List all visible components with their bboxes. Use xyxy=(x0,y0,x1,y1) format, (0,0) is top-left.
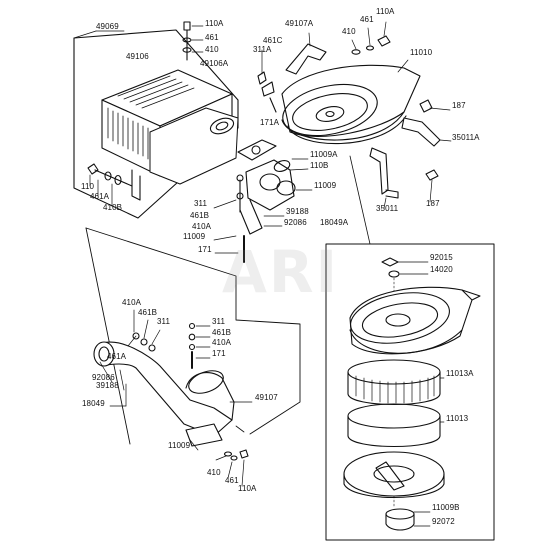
part-label-35011A: 35011A xyxy=(452,133,480,142)
part-label-49107A: 49107A xyxy=(285,19,314,28)
part-label-92086-b: 92086 xyxy=(92,373,115,382)
part-label-171-b: 171 xyxy=(212,349,226,358)
part-label-410B: 410B xyxy=(103,203,123,212)
part-label-461-b: 461 xyxy=(225,476,239,485)
pre-cleaner-11013 xyxy=(347,403,445,447)
part-label-49107: 49107 xyxy=(255,393,278,402)
part-label-11013A: 11013A xyxy=(446,369,474,378)
bolt-110A-top xyxy=(182,21,204,61)
part-label-11013: 11013 xyxy=(446,414,469,423)
part-label-49106A: 49106A xyxy=(200,59,229,68)
part-label-35011: 35011 xyxy=(376,204,399,213)
part-label-92015: 92015 xyxy=(430,253,453,262)
part-label-39188-a: 39188 xyxy=(286,207,309,216)
part-label-461-tl: 461 xyxy=(205,33,219,42)
hose-clamp-11009B xyxy=(385,495,431,531)
part-label-461B-c: 461B xyxy=(212,328,232,337)
bracket-35011 xyxy=(369,147,439,209)
muffler-body xyxy=(101,69,239,201)
part-label-461A-l: 461A xyxy=(90,192,110,201)
part-label-311-c: 311 xyxy=(212,317,226,326)
part-label-410A-c: 410A xyxy=(212,338,232,347)
part-label-461B-b: 461B xyxy=(138,308,158,317)
part-label-187-b: 187 xyxy=(426,199,440,208)
part-label-171A: 171A xyxy=(260,118,280,127)
part-label-410A-b: 410A xyxy=(122,298,142,307)
bolt-110-left xyxy=(87,163,133,207)
exhaust-elbow-upper xyxy=(213,139,313,263)
part-label-461B-a: 461B xyxy=(190,211,210,220)
part-label-171: 171 xyxy=(198,245,212,254)
part-label-92072: 92072 xyxy=(432,517,455,526)
part-label-11009-c: 11009 xyxy=(168,441,191,450)
leaders-lower xyxy=(99,335,253,451)
studs-and-nuts-right xyxy=(188,322,211,369)
part-label-110: 110 xyxy=(81,182,95,191)
bolt-110A-top-right xyxy=(351,21,391,55)
bracket-35011A xyxy=(401,99,452,147)
part-label-187-t: 187 xyxy=(452,101,466,110)
air-cleaner-cover xyxy=(349,286,481,355)
part-label-11009-a: 11009 xyxy=(314,181,337,190)
part-label-18049A: 18049A xyxy=(320,218,349,227)
part-label-18049: 18049 xyxy=(82,399,105,408)
exhaust-pipe-49107 xyxy=(93,341,245,447)
part-label-461-tr: 461 xyxy=(360,15,374,24)
part-label-410-b: 410 xyxy=(207,468,221,477)
air-cleaner-cover-top xyxy=(281,59,421,145)
part-label-410-tr: 410 xyxy=(342,27,356,36)
part-label-49069: 49069 xyxy=(96,22,119,31)
watermark: ARI xyxy=(222,238,340,306)
part-label-110A-tr: 110A xyxy=(376,7,395,16)
part-label-11009A: 11009A xyxy=(310,150,338,159)
part-label-110B: 110B xyxy=(310,161,329,170)
part-label-461C: 461C xyxy=(263,36,283,45)
part-label-110A-tl: 110A xyxy=(205,19,224,28)
part-label-311A: 311A xyxy=(253,45,272,54)
studs-and-nuts-left xyxy=(132,309,161,352)
part-label-461A-b: 461A xyxy=(107,352,127,361)
bolt-110A-bottom xyxy=(215,449,249,487)
air-cleaner-base xyxy=(343,451,445,499)
wing-nut-92015 xyxy=(381,257,429,297)
part-label-14020: 14020 xyxy=(430,265,453,274)
air-filter-element-11013A xyxy=(347,359,445,405)
part-label-311-b: 311 xyxy=(157,317,171,326)
part-label-49106: 49106 xyxy=(126,52,149,61)
bracket-49107A xyxy=(257,32,327,113)
part-label-11009-b: 11009 xyxy=(183,232,206,241)
part-label-11009B: 11009B xyxy=(432,503,460,512)
air-cleaner-detail-frame xyxy=(325,243,495,541)
exhaust-pipe-group-frame xyxy=(85,227,301,435)
part-label-92086-a: 92086 xyxy=(284,218,307,227)
part-label-39188-b: 39188 xyxy=(96,381,119,390)
part-label-110A-b: 110A xyxy=(238,484,257,493)
part-label-410A-a: 410A xyxy=(192,222,212,231)
part-label-410-tl: 410 xyxy=(205,45,219,54)
part-label-11010: 11010 xyxy=(410,48,433,57)
part-label-311-a: 311 xyxy=(194,199,208,208)
